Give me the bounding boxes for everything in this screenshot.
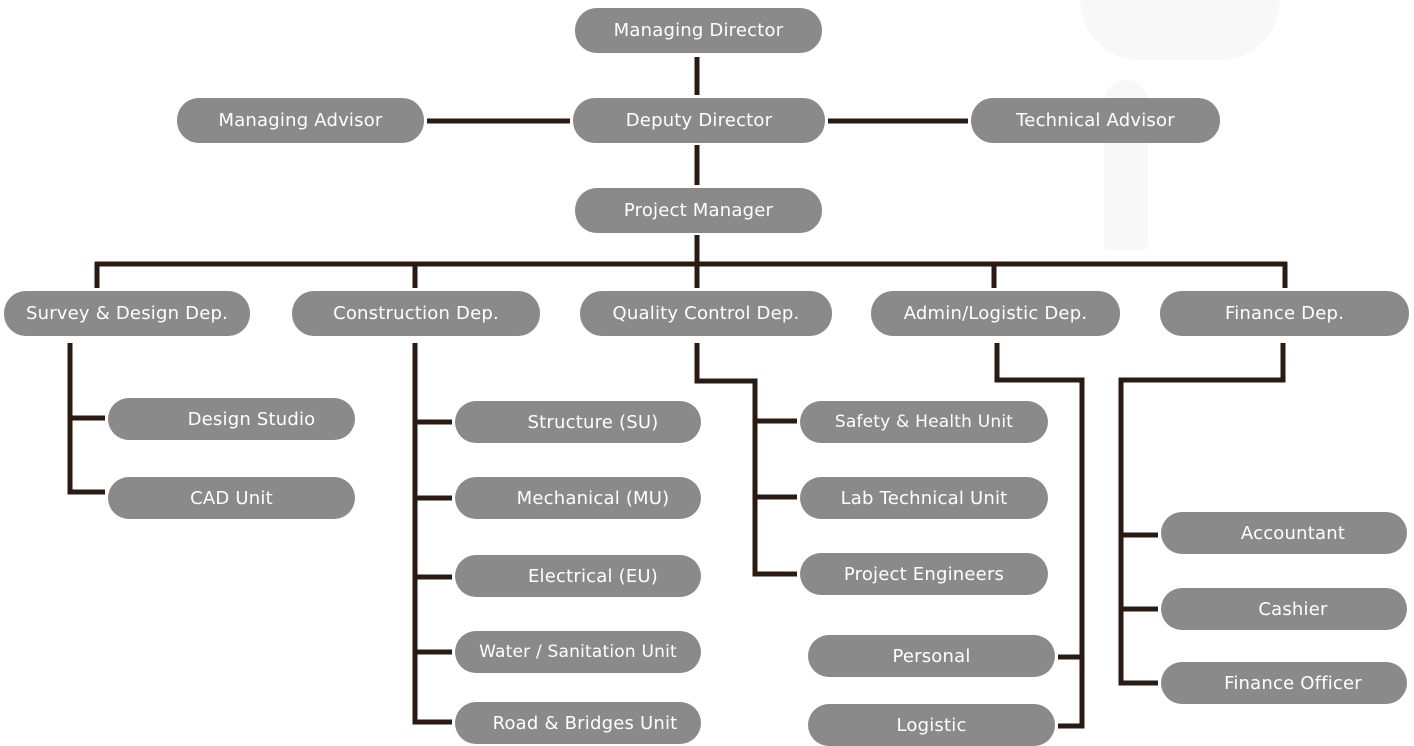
managing-director-label: Managing Director xyxy=(613,20,784,41)
unit-label: Road & Bridges Unit xyxy=(492,712,678,734)
unit-water-sanitation: Water / Sanitation Unit xyxy=(455,631,701,673)
managing-director-box: Managing Director xyxy=(575,8,822,53)
technical-advisor-label: Technical Advisor xyxy=(1016,110,1175,131)
dept-survey-design-label: Survey & Design Dep. xyxy=(25,303,229,324)
dept-finance: Finance Dep. xyxy=(1160,291,1409,336)
unit-project-engineers: Project Engineers xyxy=(800,553,1048,595)
unit-personal: Personal xyxy=(808,635,1055,677)
unit-label: Lab Technical Unit xyxy=(840,487,1008,509)
unit-label: Project Engineers xyxy=(843,563,1005,585)
unit-label: CAD Unit xyxy=(190,487,273,509)
unit-road-bridges: Road & Bridges Unit xyxy=(455,702,701,744)
dept-survey-design: Survey & Design Dep. xyxy=(4,291,250,336)
deputy-director-box: Deputy Director xyxy=(573,98,825,143)
unit-structure: Structure (SU) xyxy=(455,401,701,443)
unit-label: Electrical (EU) xyxy=(527,565,659,587)
unit-mechanical: Mechanical (MU) xyxy=(455,477,701,519)
dept-construction: Construction Dep. xyxy=(292,291,540,336)
unit-label: Water / Sanitation Unit xyxy=(479,642,677,662)
unit-safety-health: Safety & Health Unit xyxy=(800,401,1048,443)
dept-admin-logistic-label: Admin/Logistic Dep. xyxy=(903,303,1088,324)
dept-construction-label: Construction Dep. xyxy=(333,303,499,324)
unit-design-studio: Design Studio xyxy=(108,398,355,440)
dept-finance-label: Finance Dep. xyxy=(1224,303,1345,324)
project-manager-box: Project Manager xyxy=(575,188,822,233)
unit-label: Accountant xyxy=(1240,522,1346,544)
dept-admin-logistic: Admin/Logistic Dep. xyxy=(871,291,1120,336)
dept-quality-control: Quality Control Dep. xyxy=(580,291,832,336)
unit-label: Logistic xyxy=(896,714,967,736)
unit-lab-technical: Lab Technical Unit xyxy=(800,477,1048,519)
unit-electrical: Electrical (EU) xyxy=(455,555,701,597)
unit-cad: CAD Unit xyxy=(108,477,355,519)
project-manager-label: Project Manager xyxy=(623,200,774,221)
managing-advisor-box: Managing Advisor xyxy=(177,98,424,143)
unit-label: Safety & Health Unit xyxy=(834,412,1014,432)
unit-label: Finance Officer xyxy=(1224,672,1362,694)
unit-cashier: Cashier xyxy=(1161,588,1407,630)
unit-label: Design Studio xyxy=(187,408,316,430)
unit-label: Mechanical (MU) xyxy=(516,487,670,509)
dept-quality-control-label: Quality Control Dep. xyxy=(612,303,800,324)
unit-accountant: Accountant xyxy=(1161,512,1407,554)
unit-logistic: Logistic xyxy=(808,704,1055,746)
unit-label: Personal xyxy=(892,645,971,667)
watermark-shape xyxy=(1080,0,1280,60)
unit-label: Cashier xyxy=(1258,598,1328,620)
unit-label: Structure (SU) xyxy=(527,411,659,433)
technical-advisor-box: Technical Advisor xyxy=(971,98,1220,143)
unit-finance-officer: Finance Officer xyxy=(1161,662,1407,704)
deputy-director-label: Deputy Director xyxy=(625,110,773,131)
managing-advisor-label: Managing Advisor xyxy=(218,110,383,131)
